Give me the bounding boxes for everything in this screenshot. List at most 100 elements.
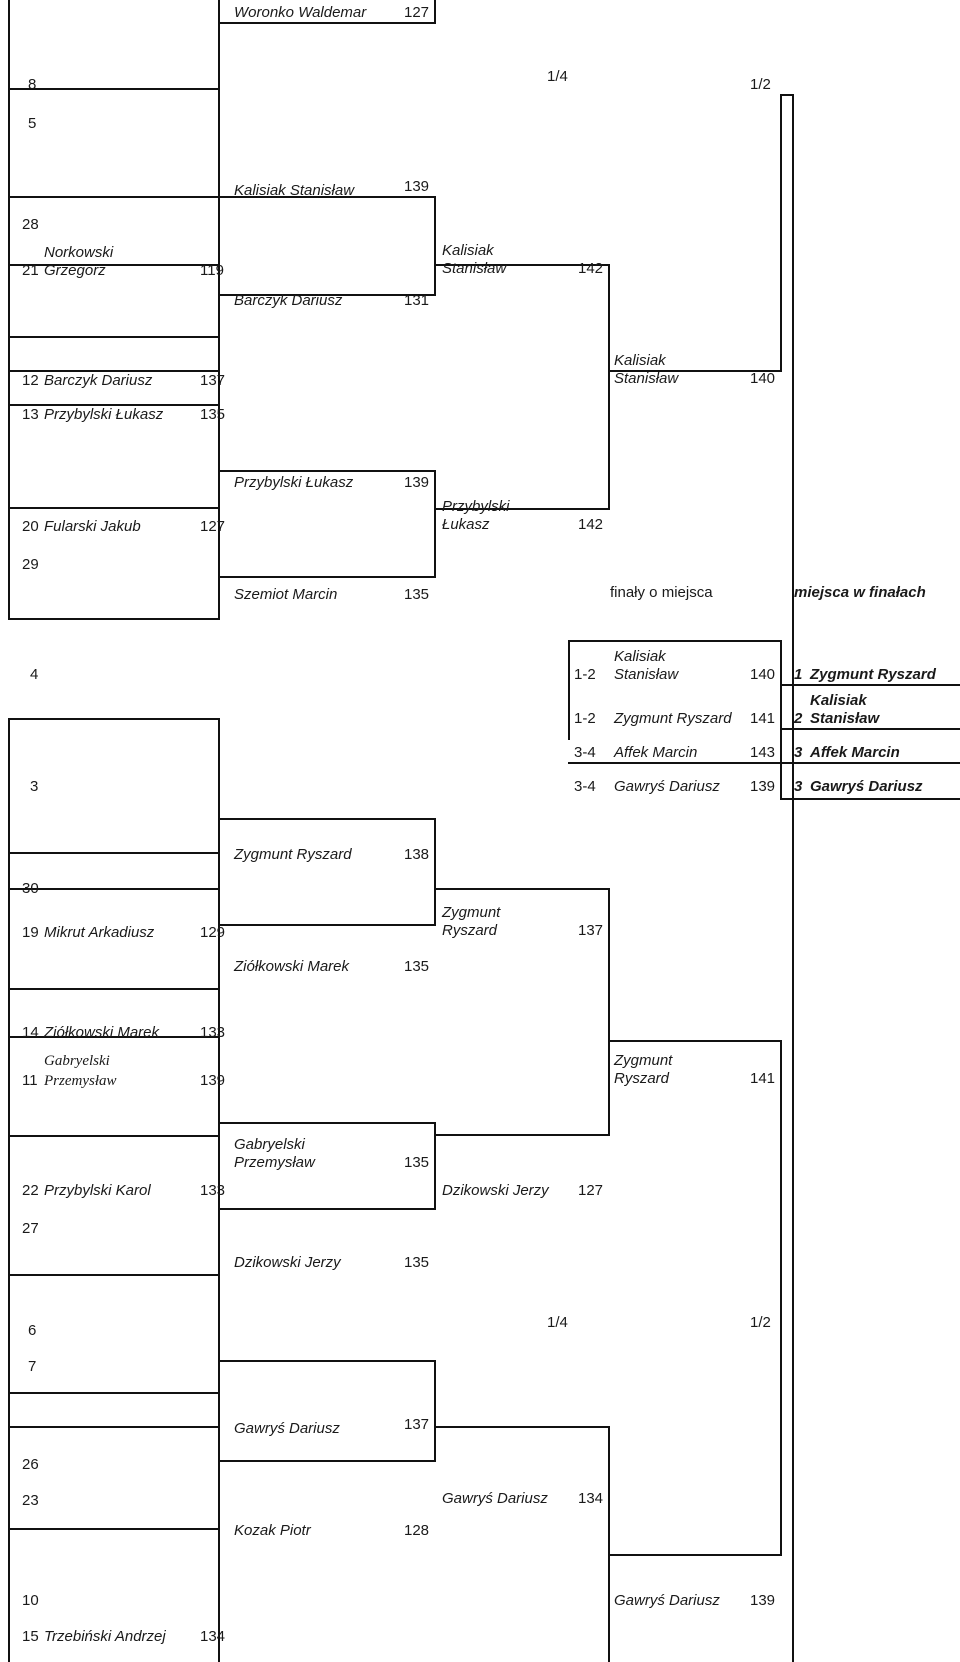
r2-line xyxy=(218,1122,436,1124)
player-name: Trzebiński Andrzej xyxy=(44,1628,166,1645)
player-name: Zygmunt xyxy=(442,904,501,921)
player-name: Gawryś Dariusz xyxy=(614,778,720,795)
qf-vertical xyxy=(608,264,610,510)
player-name: Przybylski Karol xyxy=(44,1182,151,1199)
col1-close-line xyxy=(8,618,220,620)
qf-vertical xyxy=(608,888,610,1136)
r1-line xyxy=(8,852,220,854)
bottom-quarter-header: 1/4 xyxy=(547,1314,568,1331)
r1-line xyxy=(8,370,220,372)
finals-box-left xyxy=(568,640,570,740)
r2-line xyxy=(218,1460,436,1462)
r2-line xyxy=(218,1208,436,1210)
player-name: Ryszard xyxy=(442,922,498,939)
player-score: 133 xyxy=(200,1024,226,1041)
r1-line xyxy=(8,404,220,406)
player-score: 142 xyxy=(578,260,604,277)
seed-number: 29 xyxy=(22,556,39,573)
player-name: Fularski Jakub xyxy=(44,518,141,535)
entry-seed: 23 xyxy=(22,1492,39,1509)
standings-line xyxy=(780,762,960,764)
r1-line xyxy=(8,88,220,90)
player-name: Zygmunt Ryszard xyxy=(234,846,352,863)
player-name: Gawryś Dariusz xyxy=(234,1420,340,1437)
player-score: 141 xyxy=(750,710,776,727)
standings-line xyxy=(780,684,960,686)
sf-vertical xyxy=(780,1040,782,1556)
entry-seed: 15 xyxy=(22,1628,39,1645)
player-name: Ziółkowski Marek xyxy=(234,958,350,975)
final-place: 1-2 xyxy=(574,666,596,683)
standing-place: 3 xyxy=(794,778,803,795)
player-score: 127 xyxy=(578,1182,604,1199)
entry-seed: 21 xyxy=(22,262,39,279)
r1-line xyxy=(8,1528,220,1530)
player-score: 129 xyxy=(200,924,226,941)
r1-line xyxy=(8,1274,220,1276)
r2-vertical xyxy=(434,818,436,926)
player-name: Grzegorz xyxy=(44,262,106,279)
r2-line xyxy=(218,294,436,296)
r1-line xyxy=(8,988,220,990)
player-name: Zygmunt Ryszard xyxy=(614,710,732,727)
player-score: 128 xyxy=(404,1522,430,1539)
finals-box-middle xyxy=(568,762,782,764)
entry-seed: 12 xyxy=(22,372,39,389)
r1-line xyxy=(8,1426,220,1428)
player-score: 134 xyxy=(200,1628,226,1645)
player-name: Norkowski xyxy=(44,244,114,261)
bottom-half-header: 1/2 xyxy=(750,1314,771,1331)
player-name: Szemiot Marcin xyxy=(234,586,338,603)
player-name: Przemysław xyxy=(234,1154,315,1171)
col1-left-line-top xyxy=(8,0,10,620)
player-score: 137 xyxy=(404,1416,430,1433)
player-name: Zygmunt xyxy=(614,1052,673,1069)
player-name: Kalisiak xyxy=(614,648,666,665)
seed-number: 3 xyxy=(30,778,39,795)
seed-number: 26 xyxy=(22,1456,39,1473)
r2-vertical xyxy=(434,196,436,296)
final-place: 3-4 xyxy=(574,778,596,795)
player-score: 139 xyxy=(750,1592,776,1609)
r1-line xyxy=(8,1135,220,1137)
r1-line xyxy=(8,264,220,266)
player-name: Stanisław xyxy=(614,370,679,387)
top-half-header: 1/2 xyxy=(750,76,771,93)
standing-place: 1 xyxy=(794,666,803,683)
sf-line xyxy=(608,1554,782,1556)
top-quarter-header: 1/4 xyxy=(547,68,568,85)
player-score: 138 xyxy=(404,846,430,863)
sf-line xyxy=(608,1040,782,1042)
entry-seed: 14 xyxy=(22,1024,39,1041)
player-score: 141 xyxy=(750,1070,776,1087)
places-title: miejsca w finałach xyxy=(794,584,926,601)
final-vertical xyxy=(792,94,794,1662)
r2-vertical xyxy=(434,1360,436,1462)
player-name: Mikrut Arkadiusz xyxy=(44,924,155,941)
entry-seed: 22 xyxy=(22,1182,39,1199)
player-score: 142 xyxy=(578,516,604,533)
r2-line xyxy=(218,924,436,926)
standing-place: 2 xyxy=(794,710,803,727)
col1-right-line-top xyxy=(218,0,220,620)
standings-line xyxy=(780,728,960,730)
seed-number: 4 xyxy=(30,666,39,683)
r2-line xyxy=(218,818,436,820)
player-name: Affek Marcin xyxy=(614,744,698,761)
player-score: 127 xyxy=(404,4,430,21)
player-score: 127 xyxy=(200,518,226,535)
player-name: Woronko Waldemar xyxy=(234,4,367,21)
player-name: Kalisiak Stanisław xyxy=(234,182,355,199)
player-name: Barczyk Dariusz xyxy=(234,292,343,309)
r2-vertical xyxy=(434,470,436,578)
r2-line xyxy=(218,470,436,472)
r2-line xyxy=(218,576,436,578)
r2-line xyxy=(218,196,436,198)
player-score: 134 xyxy=(578,1490,604,1507)
seed-number: 7 xyxy=(28,1358,37,1375)
final-place: 1-2 xyxy=(574,710,596,727)
r2-line xyxy=(218,22,436,24)
seed-number: 27 xyxy=(22,1220,39,1237)
player-name: Dzikowski Jerzy xyxy=(234,1254,341,1271)
player-name: Gabryelski xyxy=(44,1053,110,1069)
